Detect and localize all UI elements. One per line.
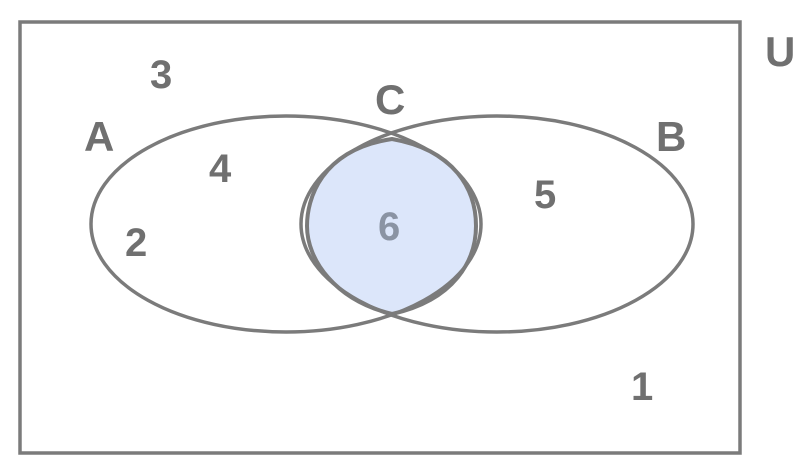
set-b-label: B <box>656 113 686 160</box>
universe-box <box>18 20 742 455</box>
set-a-ellipse <box>89 114 483 334</box>
region-outside-top: 3 <box>150 53 172 97</box>
set-c-label: C <box>375 76 405 123</box>
set-b-ellipse <box>299 114 695 334</box>
region-a-upper: 4 <box>209 147 232 191</box>
region-a-lower: 2 <box>125 221 147 265</box>
region-intersection: 6 <box>378 205 400 249</box>
universe-label: U <box>765 28 795 75</box>
set-a-label: A <box>84 113 114 160</box>
region-outside-bottom: 1 <box>631 365 653 409</box>
region-b-only: 5 <box>534 173 556 217</box>
